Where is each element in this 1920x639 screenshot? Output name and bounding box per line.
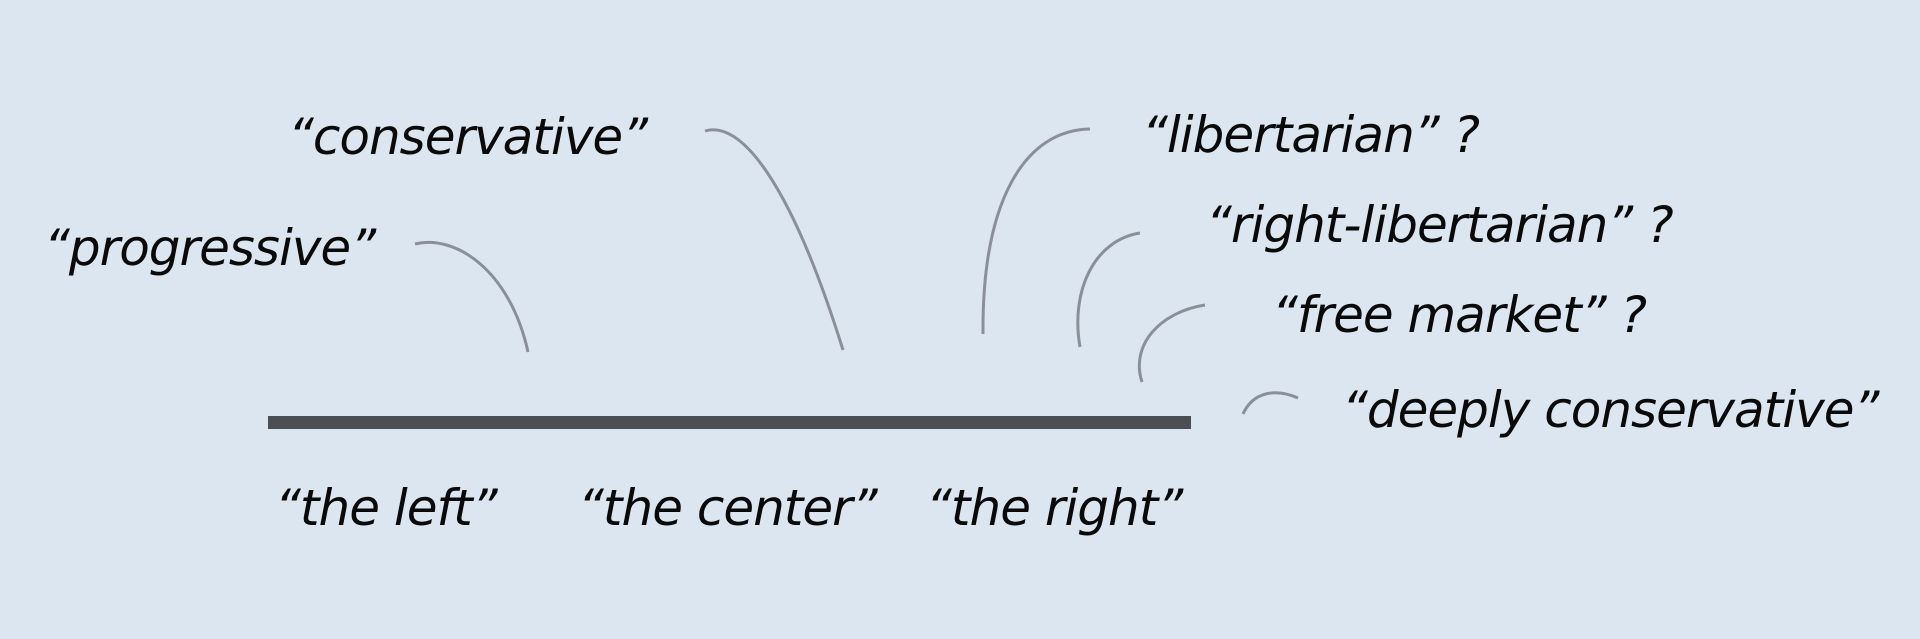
spectrum-left-label: “the left” bbox=[275, 479, 498, 537]
term-deeply-conservative: “deeply conservative” bbox=[1342, 381, 1879, 439]
spectrum-axis-line bbox=[268, 416, 1191, 429]
connector-right-libertarian bbox=[1076, 231, 1141, 348]
spectrum-center-label: “the center” bbox=[578, 479, 878, 537]
connector-deeply-conservative bbox=[1241, 391, 1299, 415]
connector-free-market bbox=[1137, 303, 1206, 383]
connector-libertarian bbox=[981, 127, 1091, 335]
term-right-libertarian: “right-libertarian” ? bbox=[1206, 196, 1674, 254]
connector-progressive bbox=[414, 241, 530, 353]
term-libertarian: “libertarian” ? bbox=[1142, 106, 1480, 164]
term-conservative: “conservative” bbox=[288, 108, 648, 166]
term-progressive: “progressive” bbox=[44, 219, 376, 277]
spectrum-right-label: “the right” bbox=[926, 479, 1183, 537]
term-free-market: “free market” ? bbox=[1272, 286, 1647, 344]
connector-conservative bbox=[704, 128, 845, 351]
